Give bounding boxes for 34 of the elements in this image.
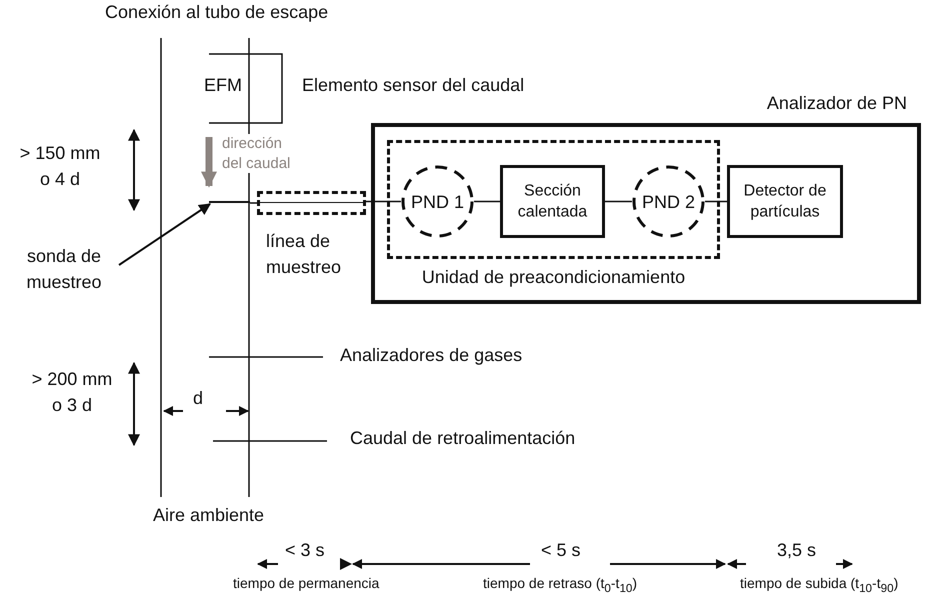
node-label: Analizador de PN — [766, 93, 907, 115]
time-value: < 5 s — [541, 540, 581, 562]
node-label: sonda de muestreo — [25, 245, 103, 294]
node-label: línea de muestreo — [266, 230, 342, 280]
time-caption: tiempo de permanencia — [233, 575, 380, 592]
node-label: PND 1 — [410, 190, 465, 214]
time-caption: tiempo de retraso (t$_{0}$-t$_{10}$) — [483, 575, 638, 596]
process-box — [500, 165, 605, 238]
node-label: Unidad de preacondicionamiento — [420, 267, 686, 289]
node-label: EFM — [204, 75, 242, 97]
port-label: Analizadores de gases — [340, 345, 522, 367]
flow-direction-label: dirección del caudal — [222, 134, 292, 173]
node-label: PND 2 — [640, 190, 696, 214]
connector-line — [474, 200, 500, 202]
dashed-circle — [632, 165, 705, 238]
port-label: Caudal de retroalimentación — [350, 428, 576, 450]
process-box — [727, 165, 843, 238]
connector-line — [366, 200, 401, 202]
leader-line — [118, 203, 211, 266]
side-caption: Elemento sensor del caudal — [302, 75, 524, 97]
dimension-label: d — [193, 388, 204, 410]
connector-line — [605, 200, 632, 202]
heading: Conexión al tubo de escape — [105, 2, 328, 24]
dimension-label: > 150 mm o 4 d — [18, 142, 102, 192]
dashed-circle — [401, 165, 474, 238]
time-caption: tiempo de subida (t$_{10}$-t$_{90}$) — [740, 575, 898, 596]
connector-line — [250, 202, 257, 204]
connector-line — [705, 200, 727, 202]
inlet-label: Aire ambiente — [153, 505, 264, 527]
node-label: Detector de partículas — [742, 180, 828, 222]
time-value: < 3 s — [285, 540, 325, 562]
time-value: 3,5 s — [777, 540, 816, 562]
node-label: Sección calentada — [516, 180, 588, 222]
dimension-label: > 200 mm o 3 d — [30, 368, 114, 418]
